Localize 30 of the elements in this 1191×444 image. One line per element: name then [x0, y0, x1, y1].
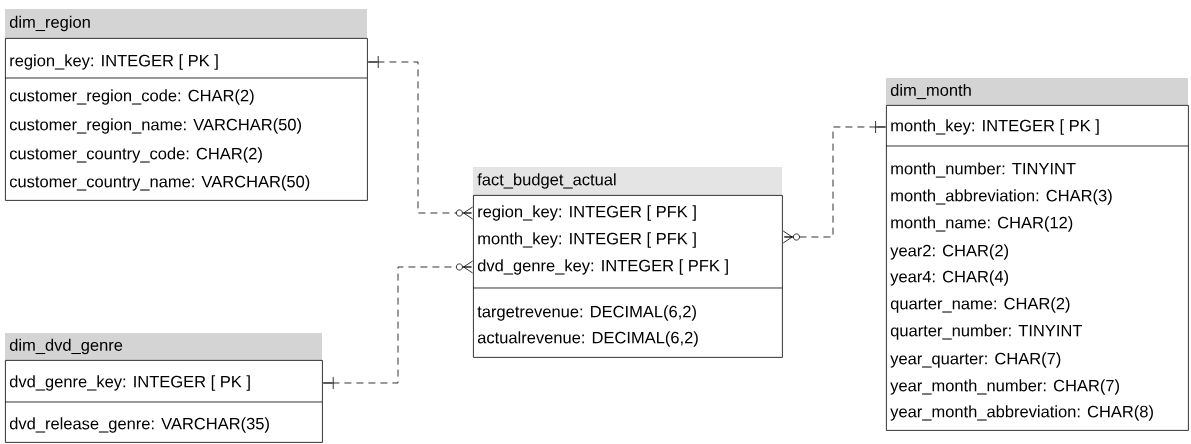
relationship-line: [322, 260, 473, 390]
table-header: dim_region: [5, 9, 367, 38]
table-header: dim_month: [886, 78, 1188, 105]
field-text: customer_country_code: CHAR(2): [9, 147, 262, 163]
field-text: quarter_name: CHAR(2): [890, 297, 1070, 313]
field-text: month_key: INTEGER [ PK ]: [891, 119, 1099, 135]
field-text: month_name: CHAR(12): [891, 216, 1073, 232]
field-text: targetrevenue: DECIMAL(6,2): [477, 305, 696, 321]
field-text: customer_country_name: VARCHAR(50): [9, 175, 310, 191]
field-text: dvd_genre_key: INTEGER [ PK ]: [9, 375, 250, 391]
field-text: customer_region_name: VARCHAR(50): [9, 118, 301, 134]
field-text: region_key: INTEGER [ PFK ]: [478, 205, 696, 221]
field-text: month_number: TINYINT: [891, 162, 1076, 178]
field-text: dvd_genre_key: INTEGER [ PFK ]: [477, 259, 728, 275]
table-header: fact_budget_actual: [473, 167, 782, 195]
field-text: month_key: INTEGER [ PFK ]: [478, 232, 696, 248]
field-text: year_quarter: CHAR(7): [890, 352, 1061, 368]
field-text: year_month_number: CHAR(7): [890, 379, 1119, 395]
table-header: dim_dvd_genre: [5, 333, 322, 360]
field-text: year2: CHAR(2): [890, 244, 1009, 260]
relationship-line: [367, 55, 473, 220]
field-text: actualrevenue: DECIMAL(6,2): [477, 331, 698, 347]
field-text: quarter_number: TINYINT: [890, 324, 1083, 340]
field-text: year4: CHAR(4): [890, 270, 1009, 286]
field-text: year_month_abbreviation: CHAR(8): [890, 405, 1153, 421]
field-text: customer_region_code: CHAR(2): [9, 89, 254, 105]
field-text: region_key: INTEGER [ PK ]: [10, 54, 218, 70]
field-text: dvd_release_genre: VARCHAR(35): [9, 417, 269, 433]
field-text: month_abbreviation: CHAR(3): [891, 189, 1112, 205]
relationship-line: [782, 120, 886, 244]
